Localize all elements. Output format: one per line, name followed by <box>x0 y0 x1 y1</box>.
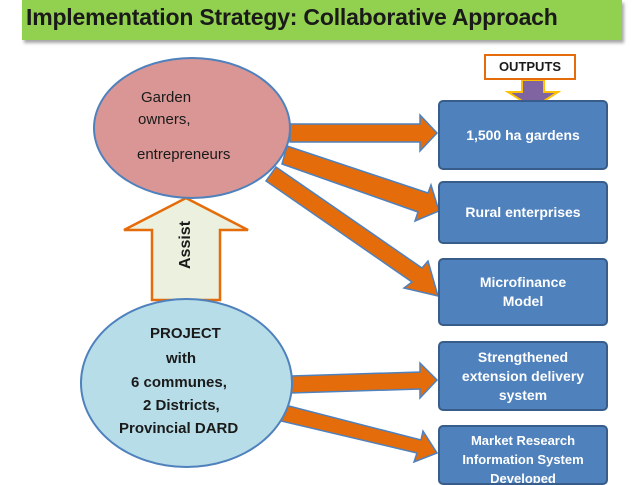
garden-owners-circle <box>93 57 291 199</box>
page-title: Implementation Strategy: Collaborative A… <box>26 4 558 30</box>
output-box-microfinance: Microfinance Model <box>438 258 608 326</box>
bottom-circle-line: Provincial DARD <box>119 420 239 437</box>
output-line: Model <box>502 293 544 309</box>
bottom-circle-line: 2 Districts, <box>143 397 220 414</box>
output-line: extension delivery <box>461 367 585 384</box>
output-box-market-research: Market Research Information System Devel… <box>438 425 608 485</box>
bottom-circle-line: PROJECT <box>150 325 221 342</box>
output-line: Developed <box>490 471 556 485</box>
title-bar <box>22 0 622 40</box>
bottom-circle-line: 6 communes, <box>131 374 227 391</box>
output-line: 1,500 ha gardens <box>466 126 580 143</box>
output-line: Microfinance <box>479 274 567 290</box>
output-line: system <box>498 386 548 403</box>
arrow-to-enterprises <box>281 145 440 223</box>
arrow-to-gardens <box>289 113 439 153</box>
top-circle-line: owners, <box>138 111 191 128</box>
output-line: Strengthened <box>477 348 569 365</box>
output-box-gardens: 1,500 ha gardens <box>438 100 608 170</box>
output-line: Rural enterprises <box>465 204 581 220</box>
assist-label: Assist <box>177 220 194 269</box>
output-box-extension: Strengthened extension delivery system <box>438 341 608 411</box>
arrow-to-microfinance <box>264 165 440 298</box>
project-circle <box>80 298 293 468</box>
arrow-to-market-research <box>280 404 439 464</box>
output-line: Information System <box>462 452 584 467</box>
top-circle-line: Garden <box>141 89 192 106</box>
outputs-label: OUTPUTS <box>484 54 576 80</box>
output-line: Market Research <box>470 433 576 448</box>
output-box-enterprises: Rural enterprises <box>438 181 608 244</box>
top-circle-line: entrepreneurs <box>137 146 231 163</box>
bottom-circle-line: with <box>166 350 196 367</box>
arrow-to-extension <box>290 361 439 400</box>
